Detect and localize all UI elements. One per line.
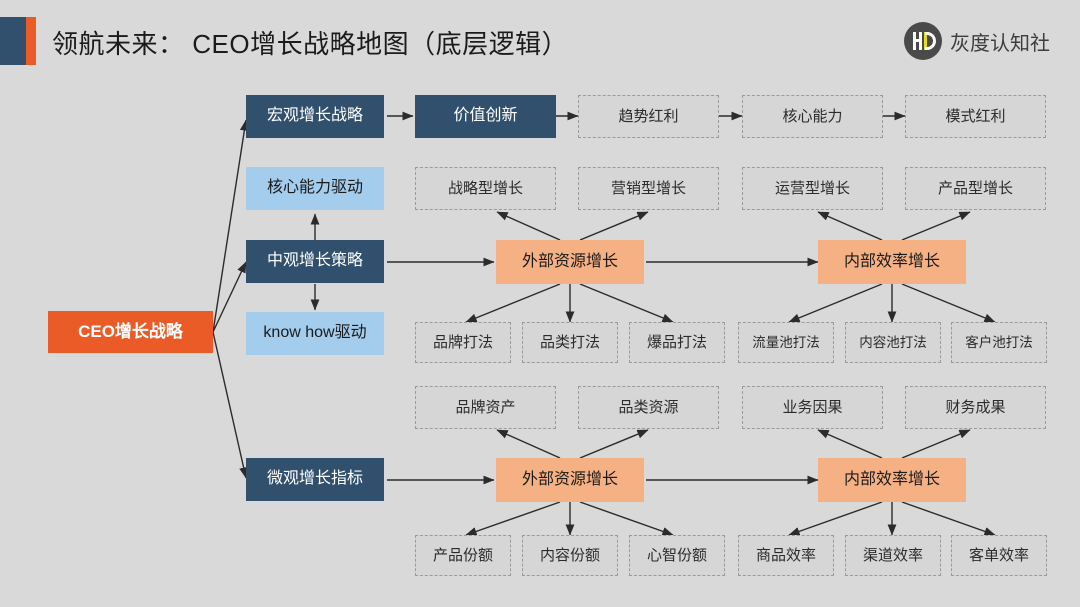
- node-label: 客户池打法: [965, 334, 1033, 350]
- node-micro-asset-financial-results[interactable]: 财务成果: [905, 386, 1046, 429]
- node-label: 产品份额: [432, 546, 493, 564]
- node-micro-metric-content-share[interactable]: 内容份额: [522, 535, 618, 576]
- node-label: 品牌资产: [455, 398, 516, 416]
- node-driver-know-how[interactable]: know how驱动: [246, 312, 384, 355]
- node-label: 内容份额: [539, 546, 600, 564]
- node-micro-metric-product-share[interactable]: 产品份额: [415, 535, 511, 576]
- node-label: 内部效率增长: [843, 470, 940, 488]
- node-meso-tactic-category[interactable]: 品类打法: [522, 322, 618, 363]
- node-growth-type-strategy[interactable]: 战略型增长: [415, 167, 556, 210]
- node-label: 内容池打法: [859, 334, 927, 350]
- node-micro-asset-category-resource[interactable]: 品类资源: [578, 386, 719, 429]
- node-root-ceo-growth-strategy[interactable]: CEO增长战略: [48, 311, 213, 353]
- node-macro-core-capability[interactable]: 核心能力: [742, 95, 883, 138]
- node-micro-metric-unit-price-efficiency[interactable]: 客单效率: [951, 535, 1047, 576]
- node-label: CEO增长战略: [78, 322, 183, 342]
- node-label: 战略型增长: [447, 179, 523, 197]
- node-level-micro[interactable]: 微观增长指标: [246, 458, 384, 501]
- node-label: 营销型增长: [610, 179, 686, 197]
- node-micro-metric-mind-share[interactable]: 心智份额: [629, 535, 725, 576]
- node-meso-tactic-content-pool[interactable]: 内容池打法: [845, 322, 941, 363]
- node-label: 趋势红利: [618, 107, 679, 125]
- node-label: 模式红利: [945, 107, 1006, 125]
- node-label: 流量池打法: [752, 334, 820, 350]
- node-label: 核心能力: [782, 107, 843, 125]
- node-label: 商品效率: [755, 546, 816, 564]
- node-driver-core-capability[interactable]: 核心能力驱动: [246, 167, 384, 210]
- node-label: 外部资源增长: [521, 470, 618, 488]
- node-label: 品类打法: [539, 333, 600, 351]
- hd-monogram-icon: [904, 22, 942, 60]
- node-growth-type-product[interactable]: 产品型增长: [905, 167, 1046, 210]
- node-label: 中观增长策略: [266, 252, 363, 270]
- node-label: know how驱动: [263, 324, 367, 342]
- node-micro-asset-brand-equity[interactable]: 品牌资产: [415, 386, 556, 429]
- node-macro-value-innovation[interactable]: 价值创新: [415, 95, 556, 138]
- node-label: 核心能力驱动: [266, 179, 363, 197]
- node-meso-tactic-traffic-pool[interactable]: 流量池打法: [738, 322, 834, 363]
- brand-name: 灰度认知社: [950, 32, 1050, 55]
- node-label: 业务因果: [782, 398, 843, 416]
- node-label: 客单效率: [968, 546, 1029, 564]
- node-micro-hub-internal-efficiency-growth[interactable]: 内部效率增长: [818, 458, 966, 502]
- node-level-macro[interactable]: 宏观增长战略: [246, 95, 384, 138]
- node-growth-type-operations[interactable]: 运营型增长: [742, 167, 883, 210]
- node-label: 产品型增长: [937, 179, 1013, 197]
- node-label: 心智份额: [646, 546, 707, 564]
- node-micro-asset-business-causality[interactable]: 业务因果: [742, 386, 883, 429]
- node-label: 运营型增长: [774, 179, 850, 197]
- node-meso-tactic-hit-product[interactable]: 爆品打法: [629, 322, 725, 363]
- node-macro-model-dividend[interactable]: 模式红利: [905, 95, 1046, 138]
- header-accent-navy: [0, 17, 26, 65]
- node-growth-type-marketing[interactable]: 营销型增长: [578, 167, 719, 210]
- node-micro-hub-external-resource-growth[interactable]: 外部资源增长: [496, 458, 644, 502]
- header-accent-orange: [26, 17, 36, 65]
- page-title: 领航未来： CEO增长战略地图（底层逻辑）: [52, 29, 569, 59]
- node-micro-metric-channel-efficiency[interactable]: 渠道效率: [845, 535, 941, 576]
- node-label: 外部资源增长: [521, 252, 618, 270]
- node-micro-metric-merchandise-efficiency[interactable]: 商品效率: [738, 535, 834, 576]
- node-level-meso[interactable]: 中观增长策略: [246, 240, 384, 283]
- node-label: 爆品打法: [646, 333, 707, 351]
- node-meso-tactic-customer-pool[interactable]: 客户池打法: [951, 322, 1047, 363]
- node-meso-tactic-brand[interactable]: 品牌打法: [415, 322, 511, 363]
- node-label: 财务成果: [945, 398, 1006, 416]
- page-header: 领航未来： CEO增长战略地图（底层逻辑） 灰度认知社: [0, 0, 1080, 78]
- node-label: 品类资源: [618, 398, 679, 416]
- node-label: 宏观增长战略: [266, 107, 363, 125]
- node-meso-hub-internal-efficiency-growth[interactable]: 内部效率增长: [818, 240, 966, 284]
- node-label: 品牌打法: [432, 333, 493, 351]
- brand-lockup: 灰度认知社: [904, 22, 1050, 60]
- node-label: 微观增长指标: [266, 470, 363, 488]
- node-macro-trend-dividend[interactable]: 趋势红利: [578, 95, 719, 138]
- node-label: 渠道效率: [862, 546, 923, 564]
- node-label: 价值创新: [453, 107, 518, 125]
- node-label: 内部效率增长: [843, 252, 940, 270]
- node-meso-hub-external-resource-growth[interactable]: 外部资源增长: [496, 240, 644, 284]
